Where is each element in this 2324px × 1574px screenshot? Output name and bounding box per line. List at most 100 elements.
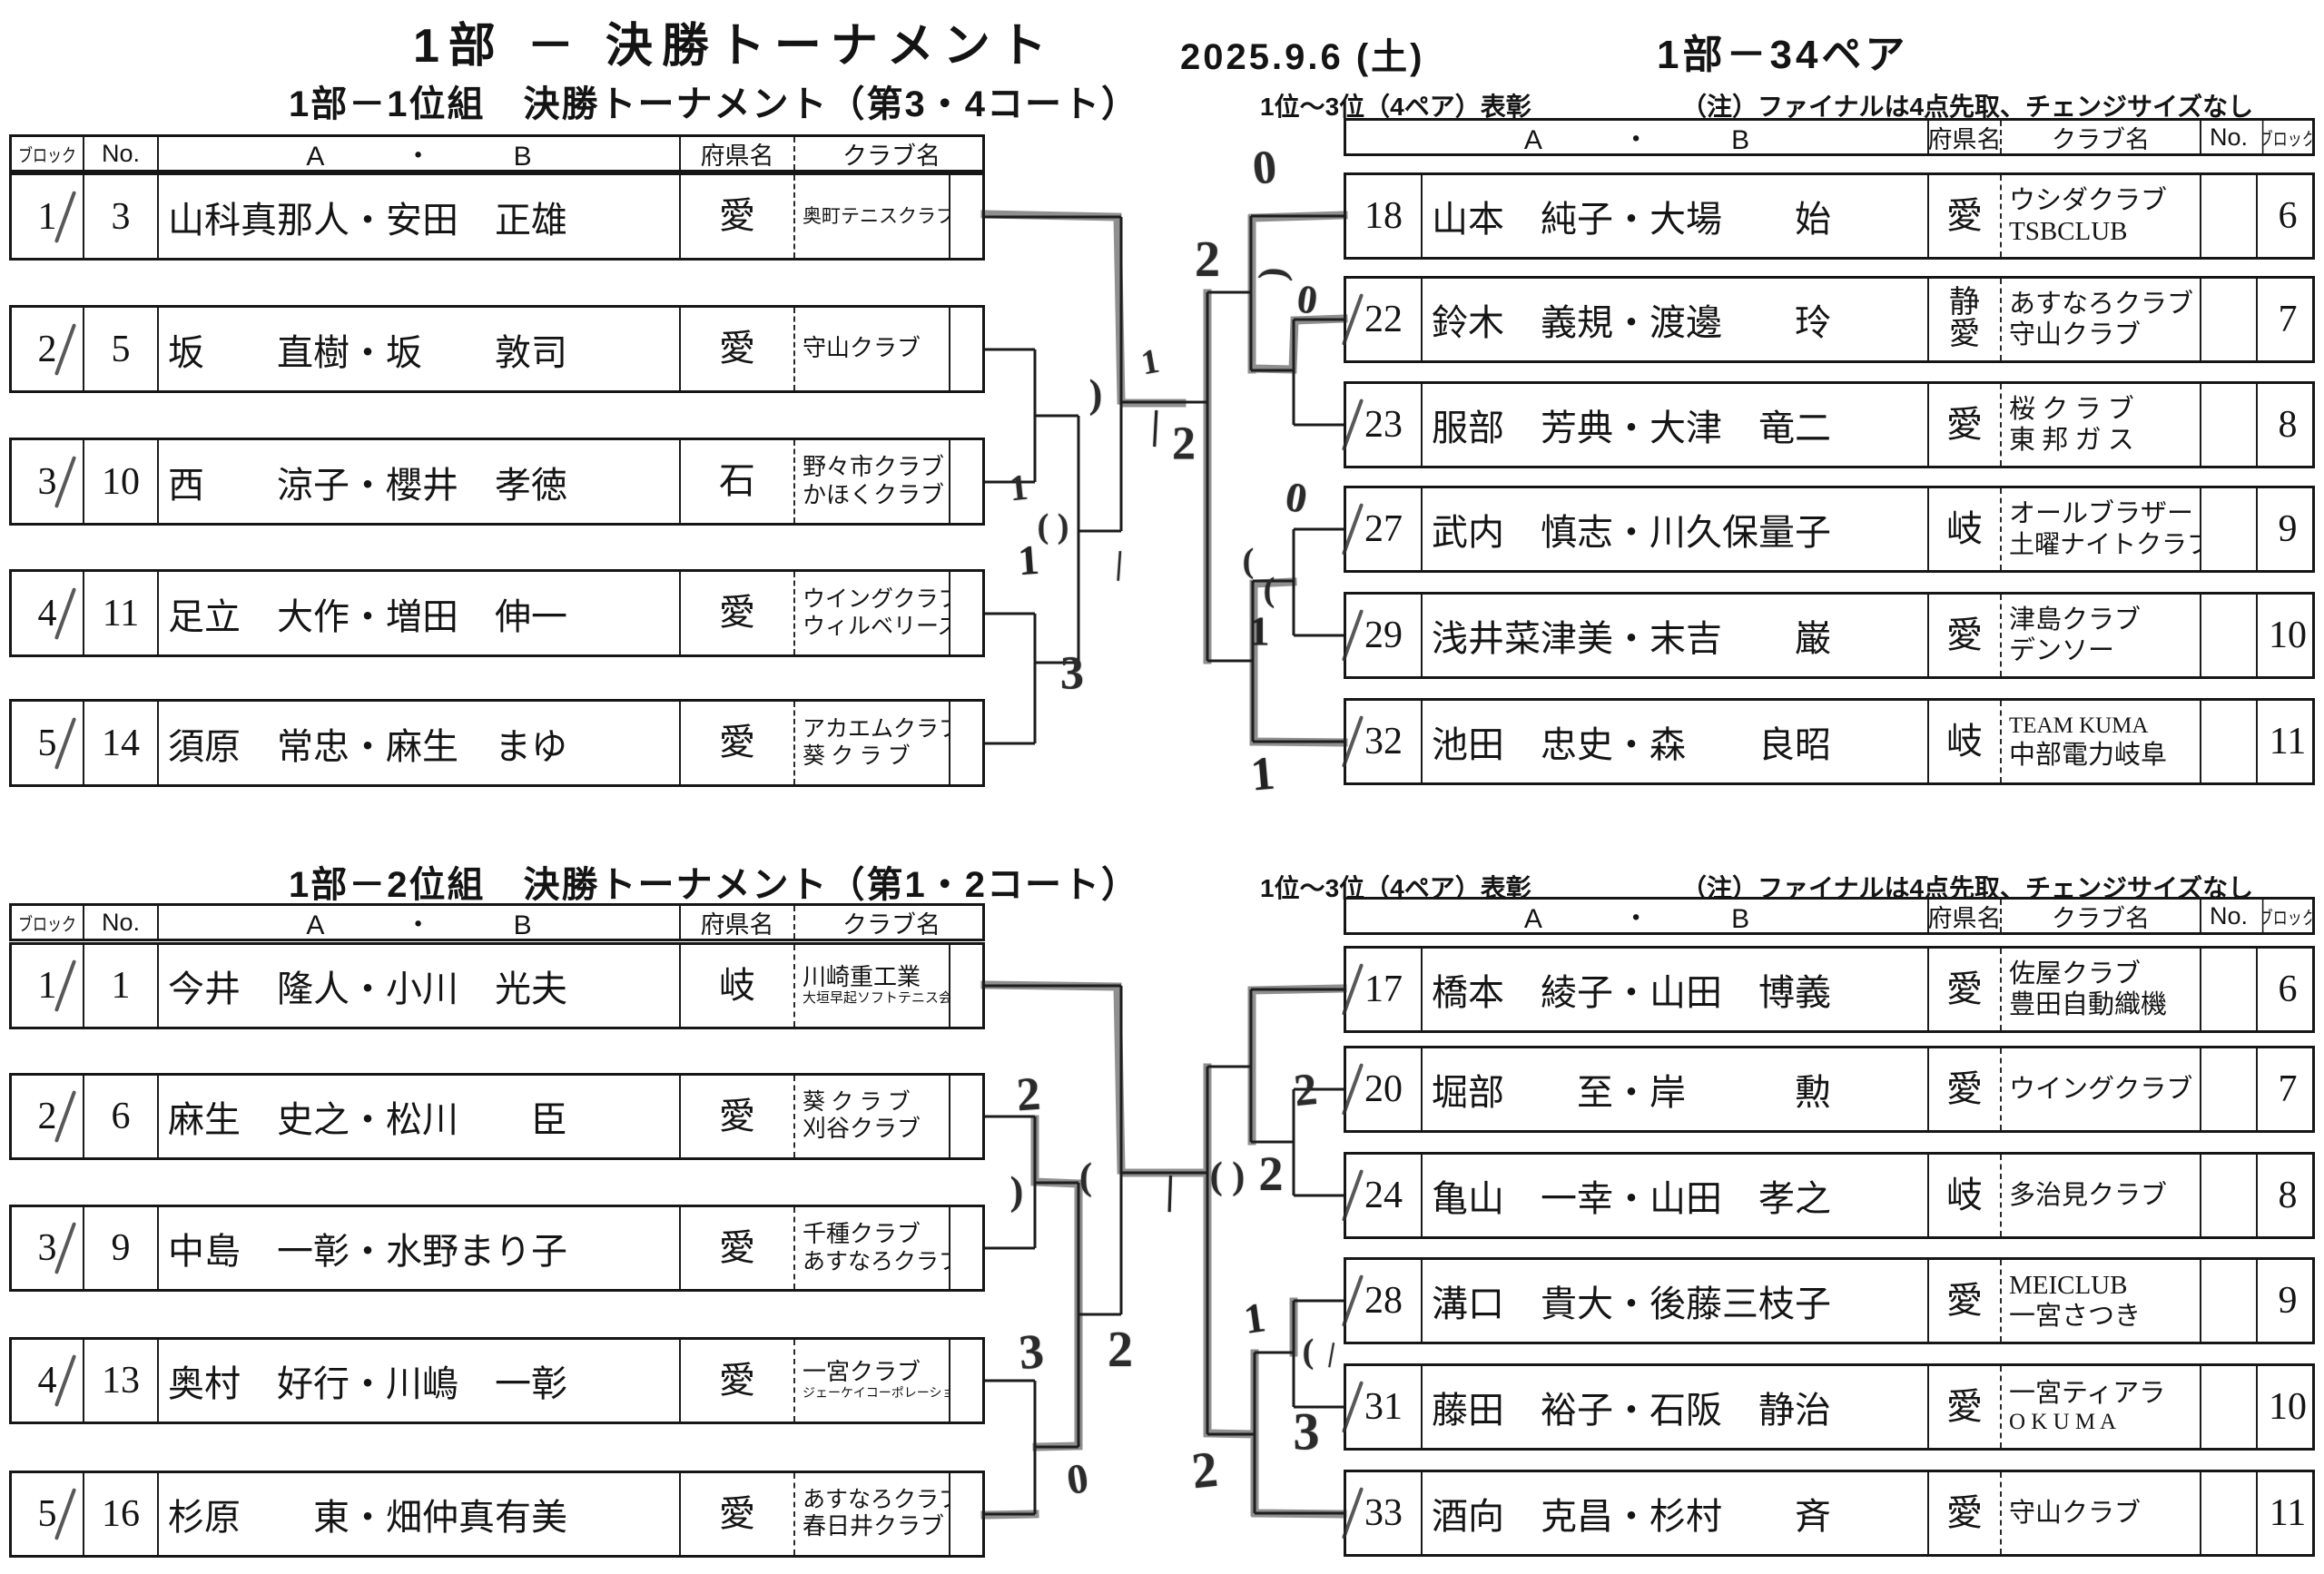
club-name: 一宮さつき [2009, 1302, 2142, 1331]
pair-number: 27 [1364, 508, 1403, 550]
club-cell: 野々市クラブかほくクラブ [793, 440, 949, 523]
prefecture-char: 岐 [1946, 507, 1983, 549]
handwritten-score: 3 [1060, 647, 1084, 700]
pair-number: 3 [83, 175, 157, 258]
prefecture-char: 岐 [1946, 720, 1983, 762]
club-name: あすなろクラブ [803, 1487, 949, 1512]
prefecture-char: 愛 [719, 1492, 755, 1534]
club-name: ウイングクラブ [803, 587, 949, 612]
pair-number: 17 [1364, 969, 1403, 1010]
block-number: 11 [2256, 1472, 2318, 1554]
prefecture-cell: 岐 [1927, 1155, 2000, 1236]
block-number: 6 [2256, 175, 2318, 257]
handwritten-score: ( ) [1209, 1156, 1246, 1197]
club-name: 一宮クラブ [803, 1359, 921, 1386]
club-name: 守山クラブ [2009, 320, 2142, 349]
empty-score-cell [949, 1473, 988, 1555]
club-cell: 多治見クラブ [2000, 1155, 2200, 1236]
club-name: 豊田自動織機 [2009, 990, 2168, 1019]
handwritten-score: 0 [1250, 141, 1279, 195]
block-number: 1 [37, 195, 57, 238]
prefecture-char: 愛 [719, 1359, 755, 1401]
empty-score-cell [949, 1207, 988, 1289]
club-name: TSBCLUB [2009, 217, 2128, 246]
prefecture-cell: 愛 [679, 572, 793, 654]
club-name: あすなろクラブ [2009, 289, 2194, 319]
block-number: 9 [2256, 488, 2318, 570]
prefecture-cell: 岐 [1927, 701, 2000, 782]
pair-names: 山科真那人・安田 正雄 [157, 175, 679, 258]
handwritten-score: 2 [1195, 231, 1220, 288]
header-club: クラブ名 [2000, 900, 2200, 932]
handwritten-score: ) [1009, 1168, 1024, 1214]
empty-score-cell [2200, 595, 2256, 676]
club-name: かほくクラブ [803, 481, 945, 508]
prefecture-cell: 愛 [1927, 1366, 2000, 1448]
club-cell: 千種クラブあすなろクラブ [793, 1207, 949, 1289]
pair-number: 6 [83, 1076, 157, 1157]
pair-names: 麻生 史之・松川 臣 [157, 1076, 679, 1157]
prefecture-char: 愛 [1946, 968, 1983, 1009]
prefecture-cell: 愛 [679, 1076, 793, 1157]
header-pair-names: A ・ B [157, 906, 679, 939]
pairs-count-label: 1部－34ペア [1657, 33, 1909, 77]
club-cell: 葵 ク ラ ブ刈谷クラブ [793, 1076, 949, 1157]
prefecture-char: 石 [719, 460, 755, 502]
empty-score-cell [949, 945, 988, 1027]
date-label: 2025.9.6 (土) [1180, 37, 1425, 77]
club-cell: ウイングクラブ [2000, 1048, 2200, 1130]
handwritten-score: 2 [1258, 1146, 1284, 1201]
handwritten-score: ( [1302, 1333, 1315, 1371]
club-cell: あすなろクラブ守山クラブ [2000, 279, 2200, 360]
block-number: 2 [37, 1096, 57, 1137]
pair-names: 西 涼子・櫻井 孝徳 [157, 440, 679, 523]
prefecture-cell: 愛 [1927, 949, 2000, 1030]
club-cell: 川崎重工業大垣早起ソフトテニス会 [793, 945, 949, 1027]
club-name: 春日井クラブ [803, 1513, 945, 1540]
club-name: 中部電力岐阜 [2009, 740, 2168, 770]
pair-names: 亀山 一幸・山田 孝之 [1421, 1155, 1927, 1236]
club-name: O K U M A [2009, 1410, 2117, 1435]
pair-number: 28 [1364, 1280, 1403, 1322]
prefecture-char: 岐 [1946, 1174, 1983, 1215]
prefecture-char: 愛 [1949, 318, 1980, 351]
prefecture-cell: 愛 [1927, 1048, 2000, 1130]
block-number: 4 [37, 1360, 57, 1402]
pair-number: 1 [83, 945, 157, 1027]
pair-number: 20 [1364, 1068, 1403, 1110]
pair-number: 16 [83, 1473, 157, 1555]
prefecture-char: 愛 [719, 328, 755, 369]
pair-names: 足立 大作・増田 伸一 [157, 572, 679, 654]
prefecture-char: 愛 [1946, 403, 1983, 445]
block-number: 5 [37, 1493, 57, 1535]
header-block: ブロック [18, 145, 76, 166]
header-block: ブロック [18, 914, 76, 935]
handwritten-score: 2 [1015, 1067, 1042, 1122]
header-no: No. [2200, 900, 2256, 932]
block-number: 1 [37, 965, 57, 1007]
empty-score-cell [2200, 279, 2256, 360]
pair-names: 服部 芳典・大津 竜二 [1421, 384, 1927, 466]
club-name: 桜 ク ラ ブ [2009, 394, 2134, 424]
club-cell: 佐屋クラブ豊田自動織機 [2000, 949, 2200, 1030]
pair-number: 10 [83, 440, 157, 523]
empty-score-cell [2200, 488, 2256, 570]
prefecture-cell: 岐 [1927, 488, 2000, 570]
pair-names: 坂 直樹・坂 敦司 [157, 308, 679, 390]
handwritten-score: 2 [1108, 1322, 1133, 1378]
club-name: デンソー [2009, 636, 2115, 665]
club-name: ジェーケイコーポレーション [803, 1387, 949, 1402]
pair-names: 山本 純子・大場 始 [1421, 175, 1927, 257]
pair-number: 23 [1364, 404, 1403, 446]
prefecture-char: 愛 [1946, 194, 1983, 236]
block-number: 7 [2256, 279, 2318, 360]
